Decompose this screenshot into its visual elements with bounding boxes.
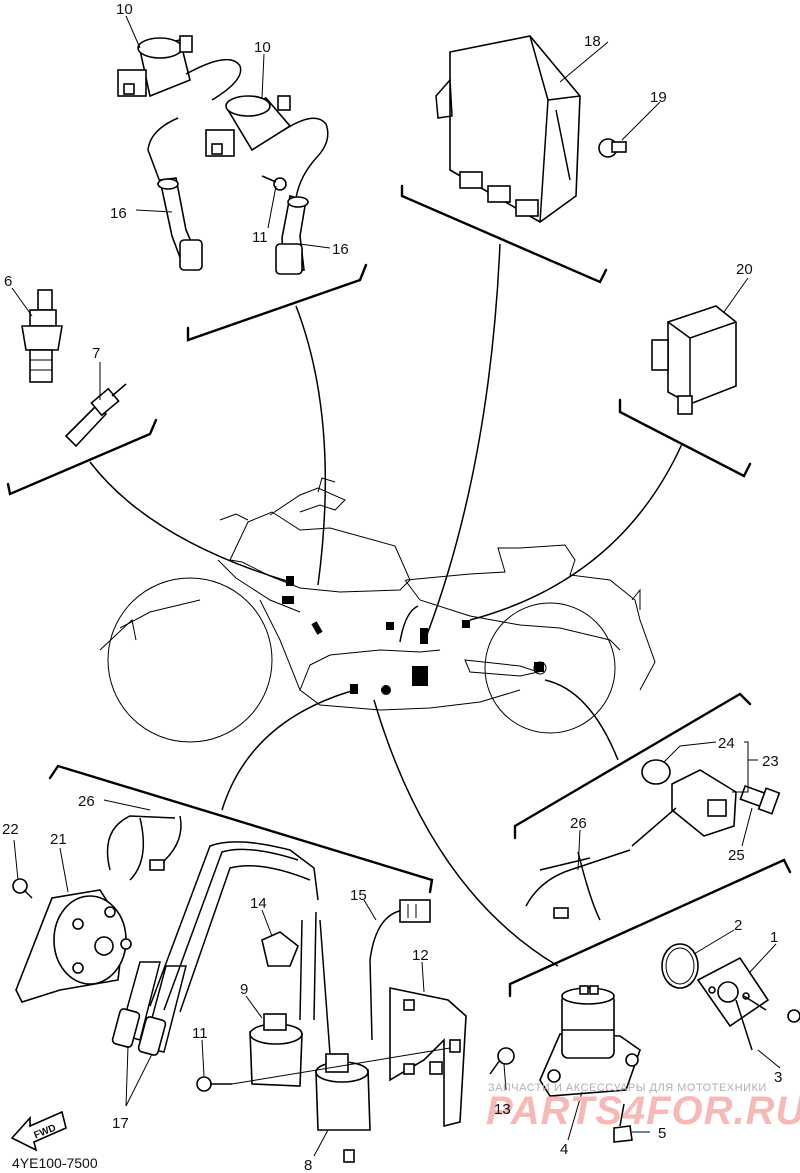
watermark-tagline: ЗАПЧАСТИ И АКСЕССУАРЫ ДЛЯ МОТОТЕХНИКИ [488, 1082, 767, 1094]
harness-26a [106, 815, 182, 881]
ecu-unit [435, 35, 581, 223]
callout-8: 8 [304, 1157, 312, 1173]
callout-leaders [11, 15, 781, 1157]
callout-14: 14 [250, 895, 267, 912]
callout-7: 7 [92, 345, 100, 362]
callout-6: 6 [4, 273, 12, 290]
coil-bolt [196, 1047, 451, 1092]
bolt-13 [489, 1047, 515, 1075]
temperature-sensor [21, 289, 63, 383]
ignition-coil-front [205, 95, 329, 199]
callout-26a: 26 [78, 793, 95, 810]
callout-11a: 11 [252, 229, 268, 246]
coil-bracket [389, 987, 467, 1128]
coil-lead-15 [369, 899, 431, 1041]
horn [15, 889, 132, 1003]
callout-1: 1 [770, 929, 778, 946]
callout-24: 24 [718, 735, 735, 752]
callout-15: 15 [350, 887, 367, 904]
ignition-coil-rear [117, 35, 242, 183]
thermo-unit [64, 383, 127, 448]
callout-12: 12 [412, 947, 429, 964]
neutral-switch [696, 956, 800, 1051]
callout-16b: 16 [332, 241, 349, 258]
motorcycle-outline [99, 477, 656, 743]
callout-13: 13 [494, 1101, 511, 1118]
plug-cap-right [275, 195, 309, 275]
watermark: ЗАПЧАСТИ И АКСЕССУАРЫ ДЛЯ МОТОТЕХНИКИ PA… [486, 1082, 800, 1133]
callout-17: 17 [112, 1115, 129, 1132]
plug-leads [111, 841, 319, 1056]
callout-23: 23 [762, 753, 779, 770]
callout-10b: 10 [254, 39, 271, 56]
callout-20: 20 [736, 261, 753, 278]
coil-8 [315, 919, 371, 1163]
callout-18: 18 [584, 33, 601, 50]
callout-3: 3 [774, 1069, 782, 1086]
horn-bolt [12, 878, 33, 899]
callout-9: 9 [240, 981, 248, 998]
callout-11b: 11 [192, 1025, 208, 1042]
watermark-brand: PARTS4FOR.RU [486, 1089, 800, 1133]
ecu-bolt [598, 138, 627, 158]
speed-sensor [631, 759, 781, 847]
group-brackets [6, 184, 792, 998]
fwd-arrow: FWD [10, 1110, 67, 1152]
coil-9 [249, 911, 317, 1087]
sensor-lead-26b [525, 849, 631, 921]
bolt-5 [613, 1103, 633, 1143]
relay-unit [651, 305, 737, 415]
callout-26b: 26 [570, 815, 587, 832]
coil-clamp [261, 931, 299, 967]
callout-22: 22 [2, 821, 19, 838]
callout-labels: 10 10 16 11 16 18 19 20 6 7 24 23 26 25 … [2, 1, 782, 1173]
oil-level-switch [539, 985, 641, 1097]
o-ring [661, 943, 699, 989]
callout-19: 19 [650, 89, 667, 106]
callout-10a: 10 [116, 1, 133, 18]
callout-21: 21 [50, 831, 67, 848]
callout-2: 2 [734, 917, 742, 934]
callout-25: 25 [728, 847, 745, 864]
callout-5: 5 [658, 1125, 666, 1142]
callout-4: 4 [560, 1141, 568, 1158]
plug-cap-left [157, 177, 203, 271]
callout-16a: 16 [110, 205, 127, 222]
catalog-number: 4YE100-7500 [12, 1155, 98, 1171]
